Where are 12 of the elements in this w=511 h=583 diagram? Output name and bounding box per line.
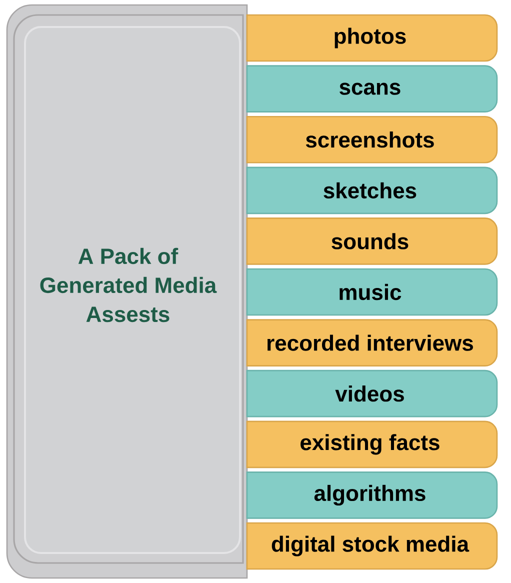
category-bar: photos — [246, 14, 498, 62]
panel: A Pack of Generated Media Assests — [6, 4, 248, 579]
category-bar: digital stock media — [246, 522, 498, 570]
category-bar: algorithms — [246, 472, 498, 519]
category-bar: sounds — [246, 218, 498, 265]
category-bar: screenshots — [246, 116, 498, 164]
category-bar: existing facts — [246, 420, 498, 468]
category-bar: videos — [246, 370, 498, 418]
category-bar: scans — [246, 65, 498, 112]
category-bar: music — [246, 268, 498, 316]
category-bar: recorded interviews — [246, 319, 498, 366]
category-bar: sketches — [246, 166, 498, 214]
